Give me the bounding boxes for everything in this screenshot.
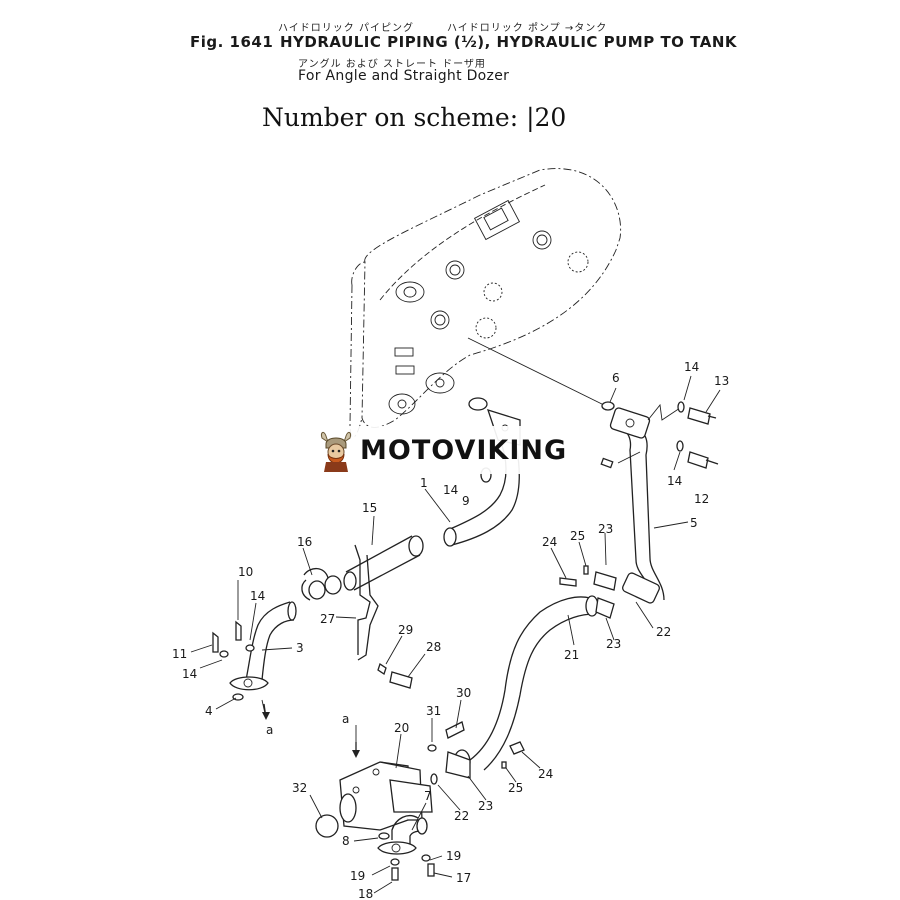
callout-17: 17 xyxy=(456,871,471,885)
viking-mascot-icon xyxy=(321,431,351,472)
callout-25-b: 25 xyxy=(508,781,523,795)
callout-14-a: 14 xyxy=(250,589,265,603)
callout-14-c: 14 xyxy=(684,360,699,374)
callout-13: 13 xyxy=(714,374,729,388)
callout-29: 29 xyxy=(398,623,413,637)
callout-23-a: 23 xyxy=(598,522,613,536)
callout-19-b: 19 xyxy=(350,869,365,883)
callout-18: 18 xyxy=(358,887,373,900)
callout-5: 5 xyxy=(690,516,698,530)
callout-8: 8 xyxy=(342,834,350,848)
hydraulic-tank xyxy=(349,168,622,438)
watermark-banner: MOTOVIKING xyxy=(312,426,588,474)
callout-1: 1 xyxy=(420,476,428,490)
callout-19-a: 19 xyxy=(446,849,461,863)
callout-23-c: 23 xyxy=(478,799,493,813)
return-pipe-5 xyxy=(600,401,681,604)
callout-22-a: 22 xyxy=(656,625,671,639)
callout-23-b: 23 xyxy=(606,637,621,651)
arrow-markers xyxy=(262,703,360,758)
figure-title: HYDRAULIC PIPING (½), HYDRAULIC PUMP TO … xyxy=(280,33,737,51)
callout-31: 31 xyxy=(426,704,441,718)
callout-12: 12 xyxy=(694,492,709,506)
callout-20: 20 xyxy=(394,721,409,735)
callout-24-b: 24 xyxy=(538,767,553,781)
pipe-15-assembly xyxy=(301,535,424,689)
callout-14-d: 14 xyxy=(667,474,682,488)
hydraulic-pump-20 xyxy=(315,721,465,840)
callout-6: 6 xyxy=(612,371,620,385)
elbow-7 xyxy=(377,815,435,881)
callout-30: 30 xyxy=(456,686,471,700)
callout-24-a: 24 xyxy=(542,535,557,549)
callout-16: 16 xyxy=(297,535,312,549)
callout-a-pump: a xyxy=(342,712,349,726)
hose-21 xyxy=(445,565,617,779)
figure-number: Fig. 1641 xyxy=(190,33,274,51)
pipe-3 xyxy=(212,601,297,701)
callout-4: 4 xyxy=(205,704,213,718)
bolts-12-13 xyxy=(676,401,719,469)
callout-28: 28 xyxy=(426,640,441,654)
callout-7: 7 xyxy=(424,789,432,803)
header-japanese-line1: ハイドロリック パイピング ハイドロリック ポンプ →タンク xyxy=(278,23,608,34)
callout-25-a: 25 xyxy=(570,529,585,543)
leader-lines xyxy=(190,375,721,894)
callout-14-b: 14 xyxy=(182,667,197,681)
callout-a-pipe: a xyxy=(266,723,273,737)
watermark-text: MOTOVIKING xyxy=(360,434,568,466)
callout-15: 15 xyxy=(362,501,377,515)
callout-9: 9 xyxy=(462,494,470,508)
header-japanese-line2: アングル および ストレート ドーザ用 xyxy=(298,59,486,70)
callout-11: 11 xyxy=(172,647,187,661)
callout-21: 21 xyxy=(564,648,579,662)
callout-32: 32 xyxy=(292,781,307,795)
figure-subtitle: For Angle and Straight Dozer xyxy=(298,68,510,84)
callout-22-b: 22 xyxy=(454,809,469,823)
callout-labels: 1 3 4 5 6 7 8 9 10 11 12 13 14 14 14 14 … xyxy=(172,360,729,900)
scheme-number: Number on scheme: |20 xyxy=(262,103,567,132)
callout-3: 3 xyxy=(296,641,304,655)
callout-27: 27 xyxy=(320,612,335,626)
callout-14-e: 14 xyxy=(443,483,458,497)
callout-10: 10 xyxy=(238,565,253,579)
